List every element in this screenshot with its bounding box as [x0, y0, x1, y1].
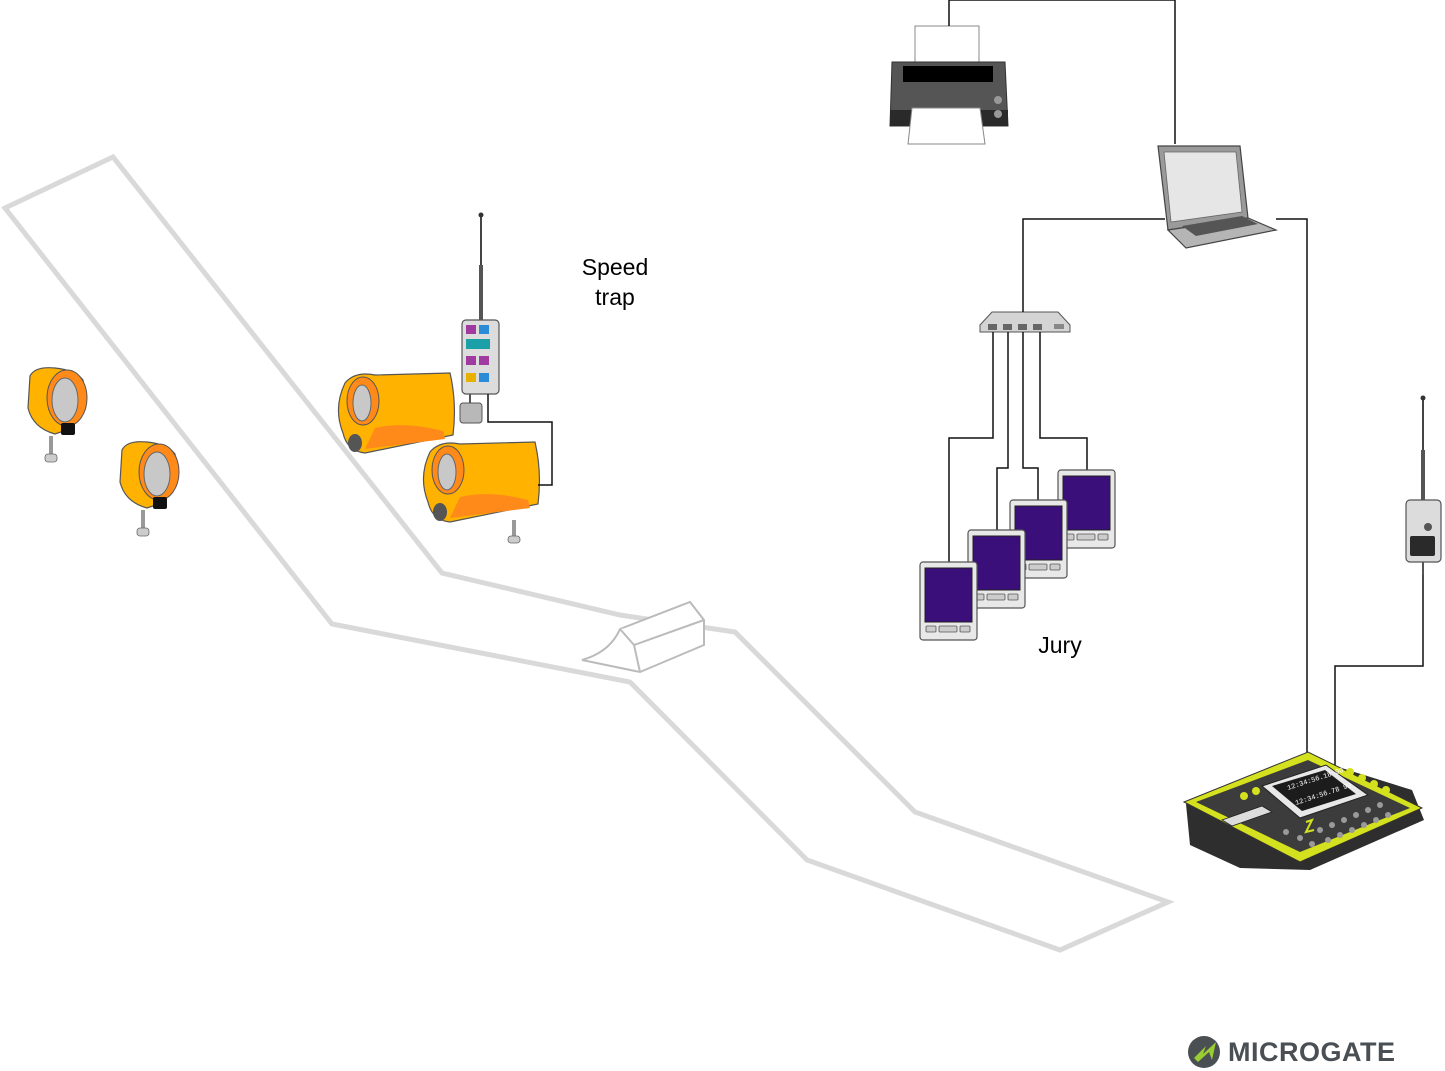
speed-trap-text: Speed trap — [581, 254, 649, 310]
radio-transmitter-icon — [459, 212, 500, 424]
brand-name: MICROGATE — [1228, 1036, 1396, 1067]
brand-logo: MICROGATE — [1186, 1034, 1396, 1070]
photocell-icon — [119, 441, 180, 537]
network-cables — [948, 0, 1424, 770]
photocell-icon — [27, 367, 88, 463]
pda-icon — [919, 561, 978, 641]
printer-icon — [889, 25, 1009, 145]
ski-track-outline — [1, 153, 1175, 953]
jury-label: Jury — [1020, 630, 1100, 660]
photocell-icon — [337, 372, 456, 454]
ski-jump-ramp-icon — [581, 600, 705, 674]
speed-trap-cable — [487, 394, 553, 486]
microgate-logo-icon — [1188, 1036, 1220, 1068]
radio-transmitter-icon — [1405, 395, 1442, 575]
jury-text: Jury — [1038, 632, 1082, 658]
network-switch-icon — [979, 311, 1071, 333]
timer-console-icon: 12:34:56.18 90 12:34:56.78 90 — [1182, 751, 1424, 870]
photocell-icon — [422, 441, 541, 544]
speed-trap-label: Speed trap — [560, 252, 670, 312]
laptop-icon — [1157, 145, 1279, 249]
